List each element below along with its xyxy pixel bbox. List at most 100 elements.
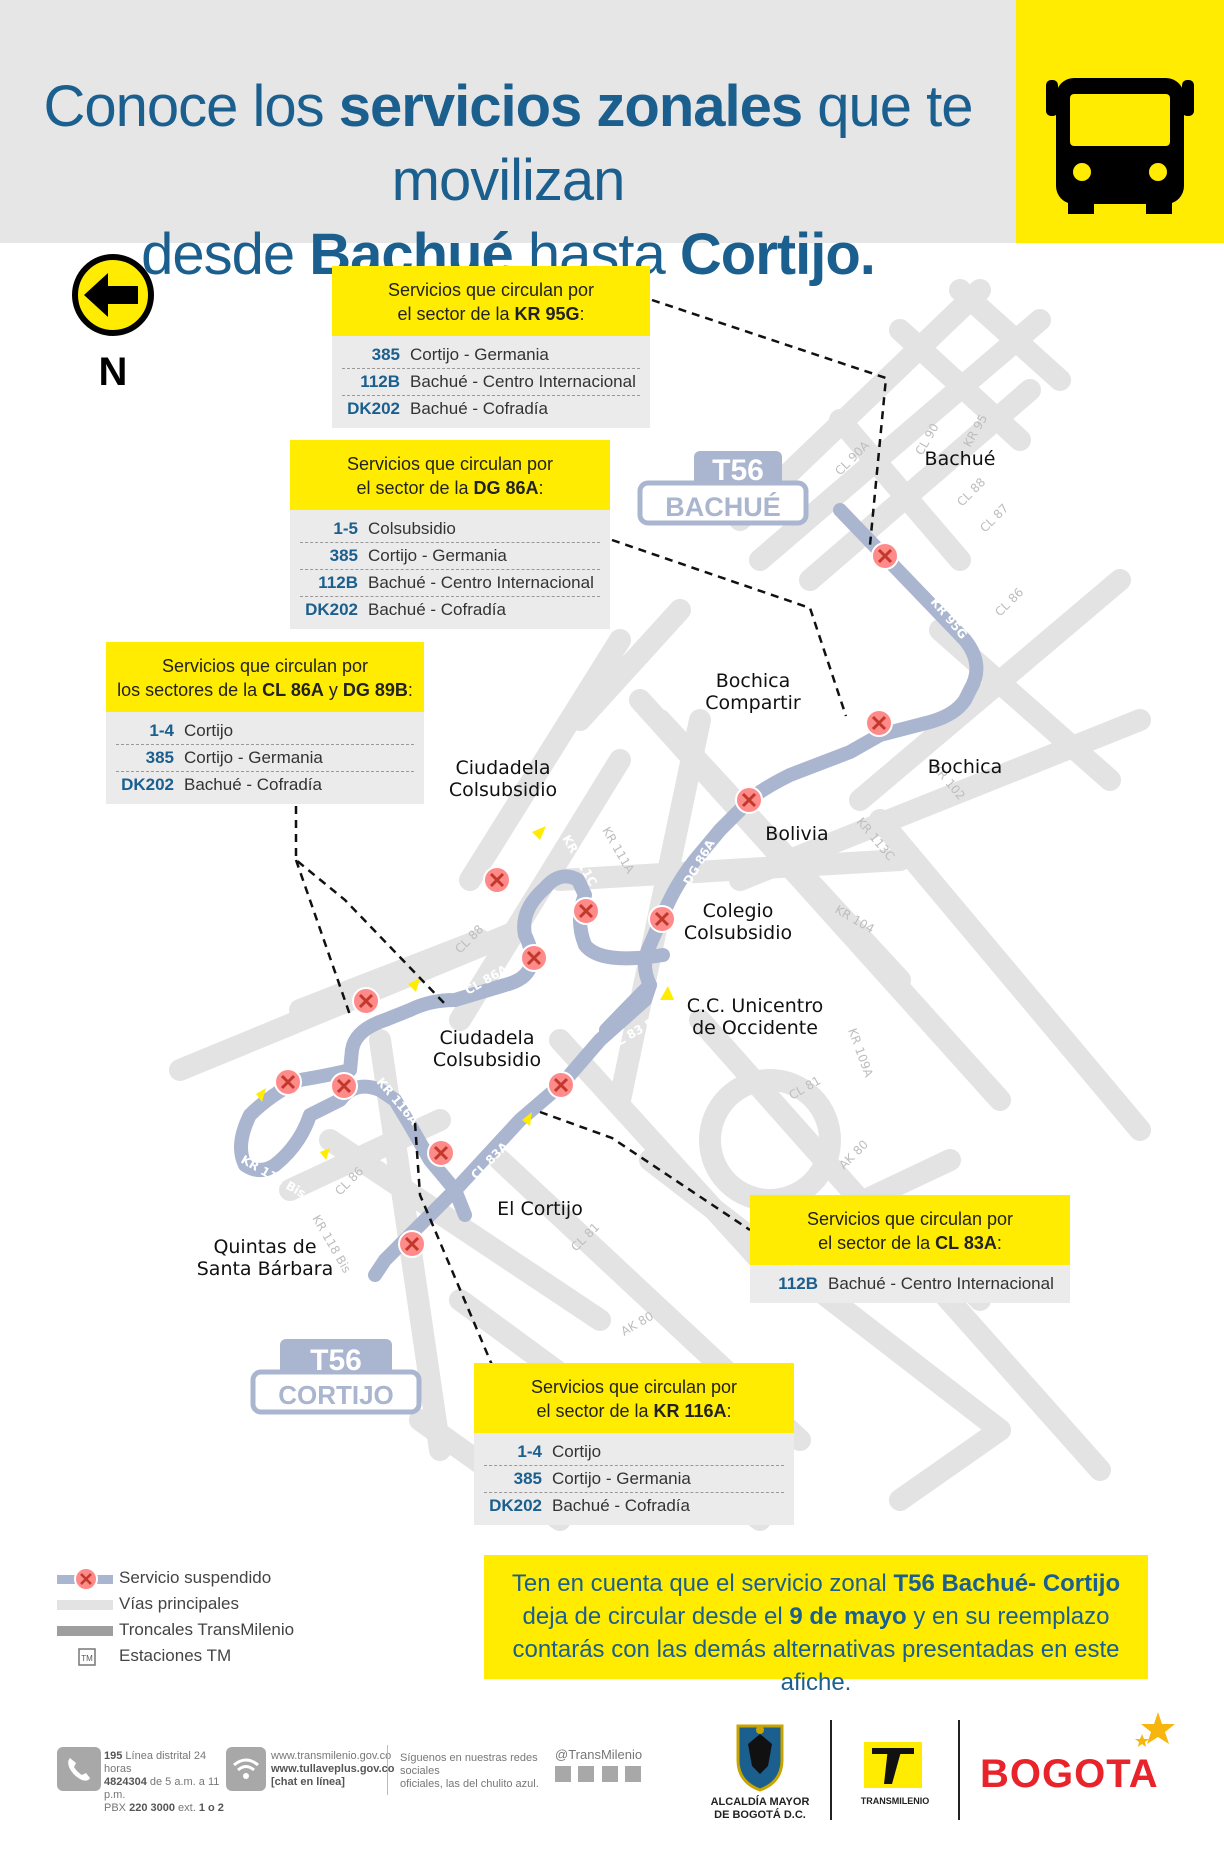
info-box-title: Servicios que circulan por — [530, 1377, 738, 1397]
place-label: Bolivia — [765, 823, 829, 845]
info-box-street: KR 95G — [514, 304, 580, 324]
info-box-title: el sector de la — [818, 1233, 936, 1253]
place-label: El Cortijo — [497, 1198, 583, 1220]
place-line: Colegio — [702, 900, 774, 922]
title-text-bold: servicios zonales — [338, 74, 803, 139]
place-line: Compartir — [705, 692, 801, 714]
info-box-title: el sector de la — [356, 478, 474, 498]
route-code: 385 — [371, 345, 400, 364]
route-name: Bachué - Centro Internacional — [368, 573, 594, 592]
route-row: DK202 Bachué - Cofradía — [300, 597, 600, 623]
route-row: 112B Bachué - Centro Internacional — [300, 570, 600, 597]
station-tag-bachue: T56 BACHUÉ — [637, 451, 809, 526]
route-code: 1-5 — [333, 519, 358, 538]
contact-phones: 195 Línea distrital 24 horas 4824304 de … — [104, 1750, 224, 1815]
station-glyph: TM — [81, 1654, 93, 1663]
suspended-stop-icon — [483, 866, 511, 894]
place-label: Bachué — [924, 448, 996, 470]
legend-item: Servicio suspendido — [55, 1566, 295, 1592]
route-name: Bachué - Cofradía — [410, 399, 548, 418]
divider — [830, 1720, 832, 1820]
route-name: Cortijo - Germania — [368, 546, 507, 565]
bogota-logo-text: BOGOTA — [980, 1752, 1159, 1796]
social-handle: @TransMilenio — [555, 1747, 643, 1762]
north-arrow-icon: N — [72, 254, 154, 394]
place-line: de Occidente — [692, 1017, 818, 1039]
route-list: 112B Bachué - Centro Internacional — [750, 1265, 1070, 1303]
title-text-bold: Cortijo. — [679, 222, 876, 287]
legend-item: TM Estaciones TM — [55, 1644, 295, 1670]
route-code: 112B — [778, 1274, 818, 1293]
info-box-header: Servicios que circulan por el sector de … — [474, 1363, 794, 1433]
route-name: Bachué - Centro Internacional — [828, 1274, 1054, 1293]
info-box-street: DG 86A — [473, 478, 539, 498]
bus-icon — [1046, 78, 1194, 214]
facebook-icon[interactable] — [578, 1766, 595, 1782]
route-code: DK202 — [305, 600, 358, 619]
suspended-stop-icon — [572, 897, 600, 925]
place-line: Quintas de — [213, 1236, 317, 1258]
route-code: 1-4 — [517, 1442, 542, 1461]
info-box-title: los sectores de la — [117, 680, 263, 700]
route-row: 1-4 Cortijo — [484, 1439, 784, 1466]
youtube-icon[interactable] — [625, 1766, 642, 1782]
route-code: DK202 — [489, 1496, 542, 1515]
bus-panel — [1016, 0, 1224, 243]
title-text: desde — [141, 222, 310, 287]
suspended-stop-icon — [398, 1230, 426, 1258]
info-box-header: Servicios que circulan por el sector de … — [332, 266, 650, 336]
route-code: 1-4 — [149, 721, 174, 740]
route-name: Cortijo — [552, 1442, 602, 1461]
info-box-title: : — [996, 1233, 1002, 1253]
social-line: oficiales, las del chulito azul. — [400, 1778, 539, 1790]
legend-label: Vías principales — [119, 1594, 240, 1613]
wifi-icon — [226, 1747, 266, 1791]
street-label: CL 86 — [992, 585, 1026, 619]
station-name: CORTIJO — [278, 1380, 394, 1410]
phone-number: 220 3000 — [129, 1802, 175, 1814]
transmilenio-logo-icon — [864, 1742, 922, 1788]
route-name: Colsubsidio — [368, 519, 456, 538]
alcaldia-line: DE BOGOTÁ D.C. — [714, 1809, 806, 1821]
web-link[interactable]: www.tullaveplus.gov.co — [271, 1763, 395, 1775]
title-text: que te movilizan — [391, 74, 974, 213]
notice-service: T56 Bachué- Cortijo — [893, 1570, 1121, 1597]
suspended-stop-icon — [330, 1072, 358, 1100]
phone-number: 1 o 2 — [198, 1802, 224, 1814]
contact-web: www.transmilenio.gov.co www.tullaveplus.… — [271, 1750, 395, 1789]
route-code: DK202 — [347, 399, 400, 418]
route-code: 385 — [513, 1469, 542, 1488]
alcaldia-logo-text: ALCALDÍA MAYOR DE BOGOTÁ D.C. — [700, 1796, 820, 1822]
suspended-stop-icon — [865, 709, 893, 737]
station-code: T56 — [712, 454, 764, 487]
phone-icon — [57, 1747, 101, 1791]
route-row: DK202 Bachué - Cofradía — [342, 396, 640, 422]
info-box-title: Servicios que circulan por — [161, 656, 369, 676]
transmilenio-logo-text: TRANSMILENIO — [860, 1796, 930, 1806]
chat-link[interactable]: [chat en línea] — [271, 1776, 345, 1788]
place-line: Ciudadela — [439, 1027, 535, 1049]
info-box-title: : — [726, 1401, 732, 1421]
legend-item: Troncales TransMilenio — [55, 1618, 295, 1644]
info-box-street: DG 89B — [342, 680, 408, 700]
instagram-icon[interactable] — [601, 1766, 618, 1782]
station-name: BACHUÉ — [665, 491, 781, 522]
info-box-title: : — [538, 478, 544, 498]
phone-desc: de 5 a.m. a 11 p.m. — [104, 1776, 220, 1801]
route-name: Bachué - Cofradía — [368, 600, 506, 619]
route-code: 112B — [318, 573, 358, 592]
web-link[interactable]: www.transmilenio.gov.co — [271, 1750, 392, 1762]
social-text: Síguenos en nuestras redes sociales ofic… — [400, 1752, 560, 1791]
twitter-icon[interactable] — [555, 1766, 571, 1782]
